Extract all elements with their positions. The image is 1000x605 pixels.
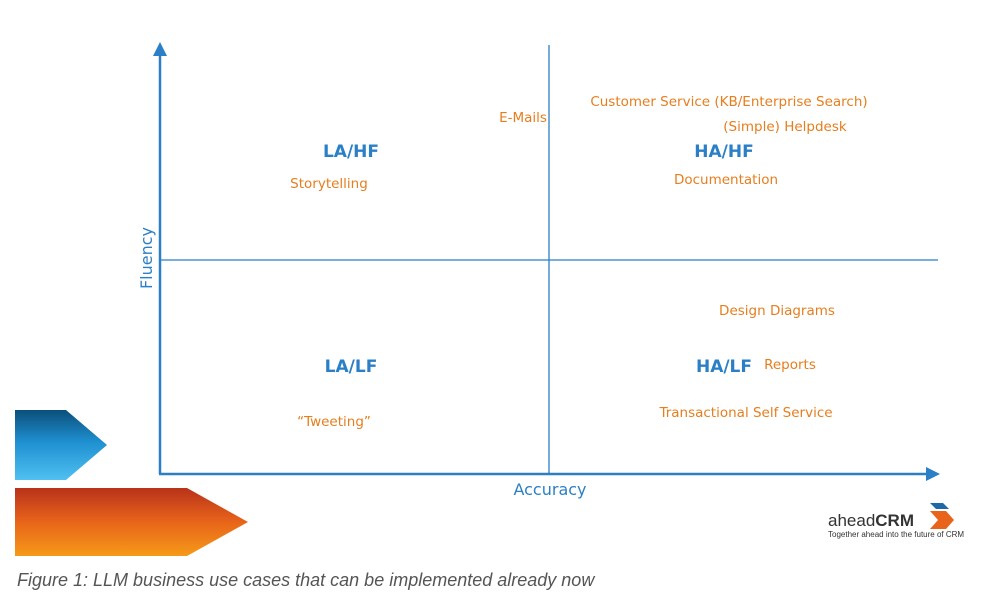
svg-text:aheadCRM: aheadCRM — [828, 511, 914, 530]
brand-logo: aheadCRM Together ahead into the future … — [828, 503, 964, 539]
item-helpdesk: (Simple) Helpdesk — [723, 119, 847, 135]
orange-chevron-banner — [15, 488, 248, 556]
y-axis-arrowhead — [153, 42, 167, 56]
brand-mark-accent-icon — [930, 503, 949, 509]
item-tweeting: “Tweeting” — [297, 414, 371, 430]
y-axis-label: Fluency — [137, 227, 156, 289]
brand-mark-icon — [930, 511, 954, 529]
item-storytelling: Storytelling — [290, 176, 368, 192]
brand-name-light: ahead — [828, 511, 875, 530]
quadrant-label-bottom-right: HA/LF — [696, 357, 752, 377]
item-transactional-self-service: Transactional Self Service — [658, 405, 832, 421]
x-axis-arrowhead — [926, 467, 940, 481]
item-customer-service: Customer Service (KB/Enterprise Search) — [590, 94, 867, 110]
item-reports: Reports — [764, 357, 816, 373]
x-axis-label: Accuracy — [513, 480, 586, 499]
figure-caption: Figure 1: LLM business use cases that ca… — [17, 570, 595, 590]
item-documentation: Documentation — [674, 172, 778, 188]
blue-chevron-banner — [15, 410, 107, 480]
quadrant-label-top-right: HA/HF — [694, 142, 753, 162]
item-emails: E-Mails — [499, 110, 547, 126]
item-design-diagrams: Design Diagrams — [719, 303, 835, 319]
quadrant-label-bottom-left: LA/LF — [325, 357, 378, 377]
quadrant-label-top-left: LA/HF — [323, 142, 379, 162]
brand-name-bold: CRM — [875, 511, 914, 530]
brand-tagline: Together ahead into the future of CRM — [828, 530, 964, 539]
